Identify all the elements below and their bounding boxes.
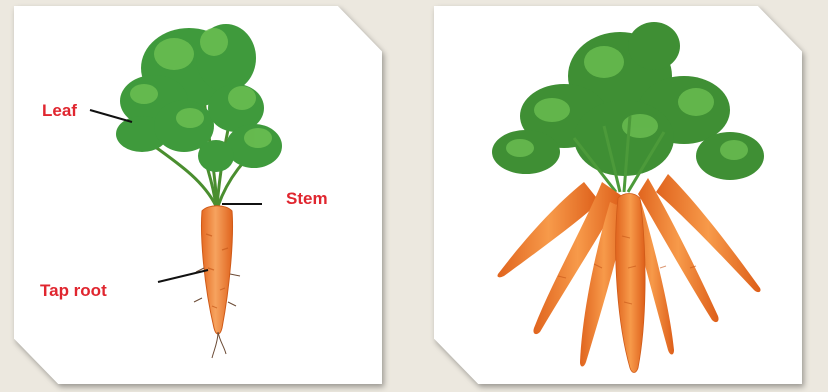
- stem-label: Stem: [286, 189, 328, 208]
- carrot-bunch-image: [434, 6, 802, 384]
- leaf-label: Leaf: [42, 101, 77, 120]
- tap-root-pointer: [158, 270, 208, 282]
- carrot-foliage: [116, 24, 282, 206]
- carrot-diagram-panel: Leaf Stem Tap root: [14, 6, 382, 384]
- tap-root-label: Tap root: [40, 281, 107, 300]
- carrot-bunch-foliage: [492, 22, 764, 192]
- carrot-bunch-photo-panel: [434, 6, 802, 384]
- photo-card: [434, 6, 802, 384]
- diagram-card: Leaf Stem Tap root: [14, 6, 382, 384]
- carrot-7: [616, 194, 645, 373]
- carrot-diagram: Leaf Stem Tap root: [14, 6, 382, 384]
- carrot-bunch: [497, 174, 760, 373]
- carrot-root: [194, 206, 240, 358]
